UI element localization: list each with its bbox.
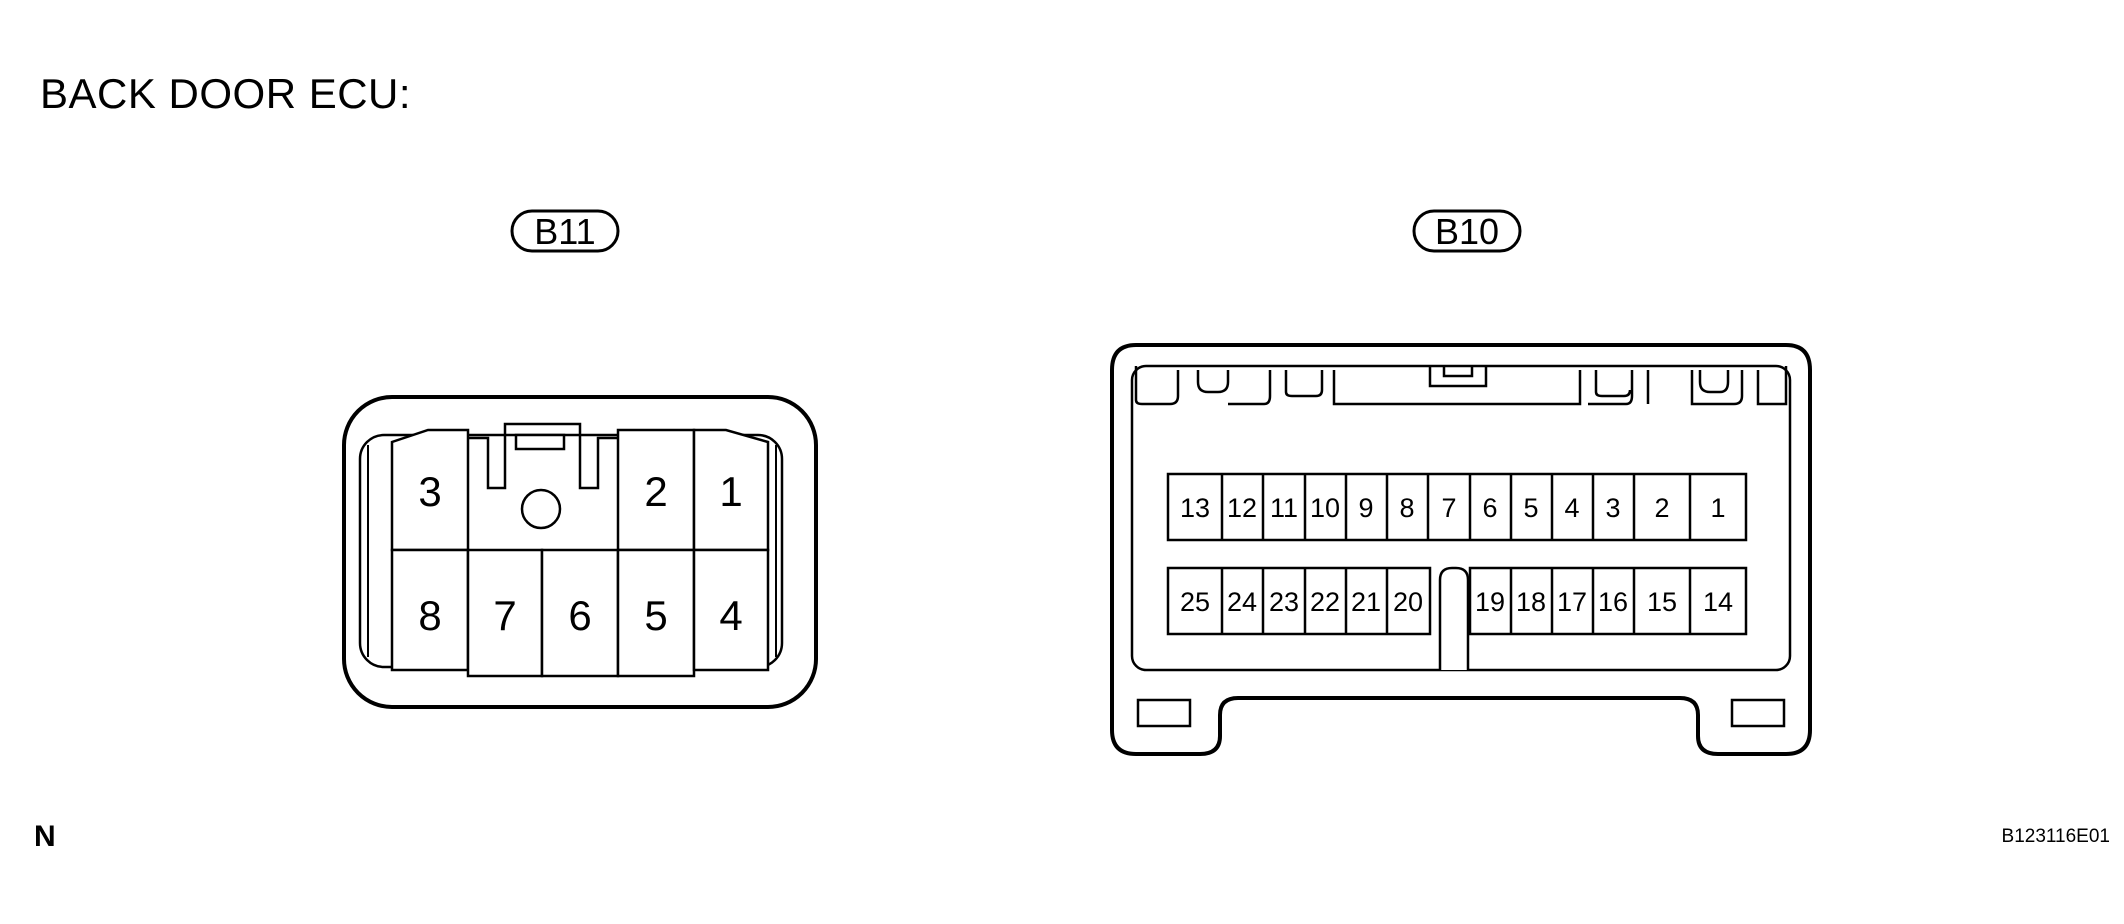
b10-pin: 10	[1310, 493, 1340, 523]
connector-b10: B10	[1110, 209, 1812, 756]
page-title: BACK DOOR ECU:	[40, 70, 412, 117]
b10-pin: 22	[1310, 587, 1340, 617]
b10-pin: 12	[1227, 493, 1257, 523]
connector-b10-housing	[1110, 343, 1812, 756]
connector-b11-badge: B11	[510, 209, 620, 253]
b11-pin: 4	[719, 592, 742, 639]
b11-pin: 8	[418, 592, 441, 639]
b10-pin: 20	[1393, 587, 1423, 617]
b11-pin: 5	[644, 592, 667, 639]
figure-code: B123116E01	[2001, 826, 2110, 847]
b10-pin: 9	[1358, 493, 1373, 523]
b10-pin: 5	[1523, 493, 1538, 523]
b10-pin: 3	[1605, 493, 1620, 523]
b11-pin: 1	[719, 468, 742, 515]
b10-pin: 18	[1516, 587, 1546, 617]
b10-pin: 11	[1270, 493, 1298, 523]
b10-pin: 19	[1475, 587, 1505, 617]
b10-pin: 24	[1227, 587, 1257, 617]
corner-letter: N	[34, 820, 56, 853]
b10-pin: 7	[1441, 493, 1456, 523]
b11-pin: 2	[644, 468, 667, 515]
b10-pin: 8	[1399, 493, 1414, 523]
b10-pin: 21	[1351, 587, 1381, 617]
b10-pin: 4	[1564, 493, 1579, 523]
b10-pin: 17	[1557, 587, 1587, 617]
b10-pin: 6	[1482, 493, 1497, 523]
b10-pin: 2	[1654, 493, 1669, 523]
b10-pin: 23	[1269, 587, 1299, 617]
b10-pin: 25	[1180, 587, 1210, 617]
b10-pin: 16	[1598, 587, 1628, 617]
b11-pin: 7	[493, 592, 516, 639]
b11-pin: 3	[418, 468, 441, 515]
connector-b11-label: B11	[534, 211, 595, 252]
connector-b10-badge: B10	[1412, 209, 1522, 253]
connector-b11: B11 3 2 1 8 7 6 5 4	[342, 209, 818, 709]
b10-pin: 15	[1647, 587, 1677, 617]
b10-pin: 1	[1710, 493, 1725, 523]
b10-pin: 14	[1703, 587, 1733, 617]
connector-b10-label: B10	[1435, 211, 1499, 252]
b10-pin: 13	[1180, 493, 1210, 523]
b11-pin: 6	[568, 592, 591, 639]
